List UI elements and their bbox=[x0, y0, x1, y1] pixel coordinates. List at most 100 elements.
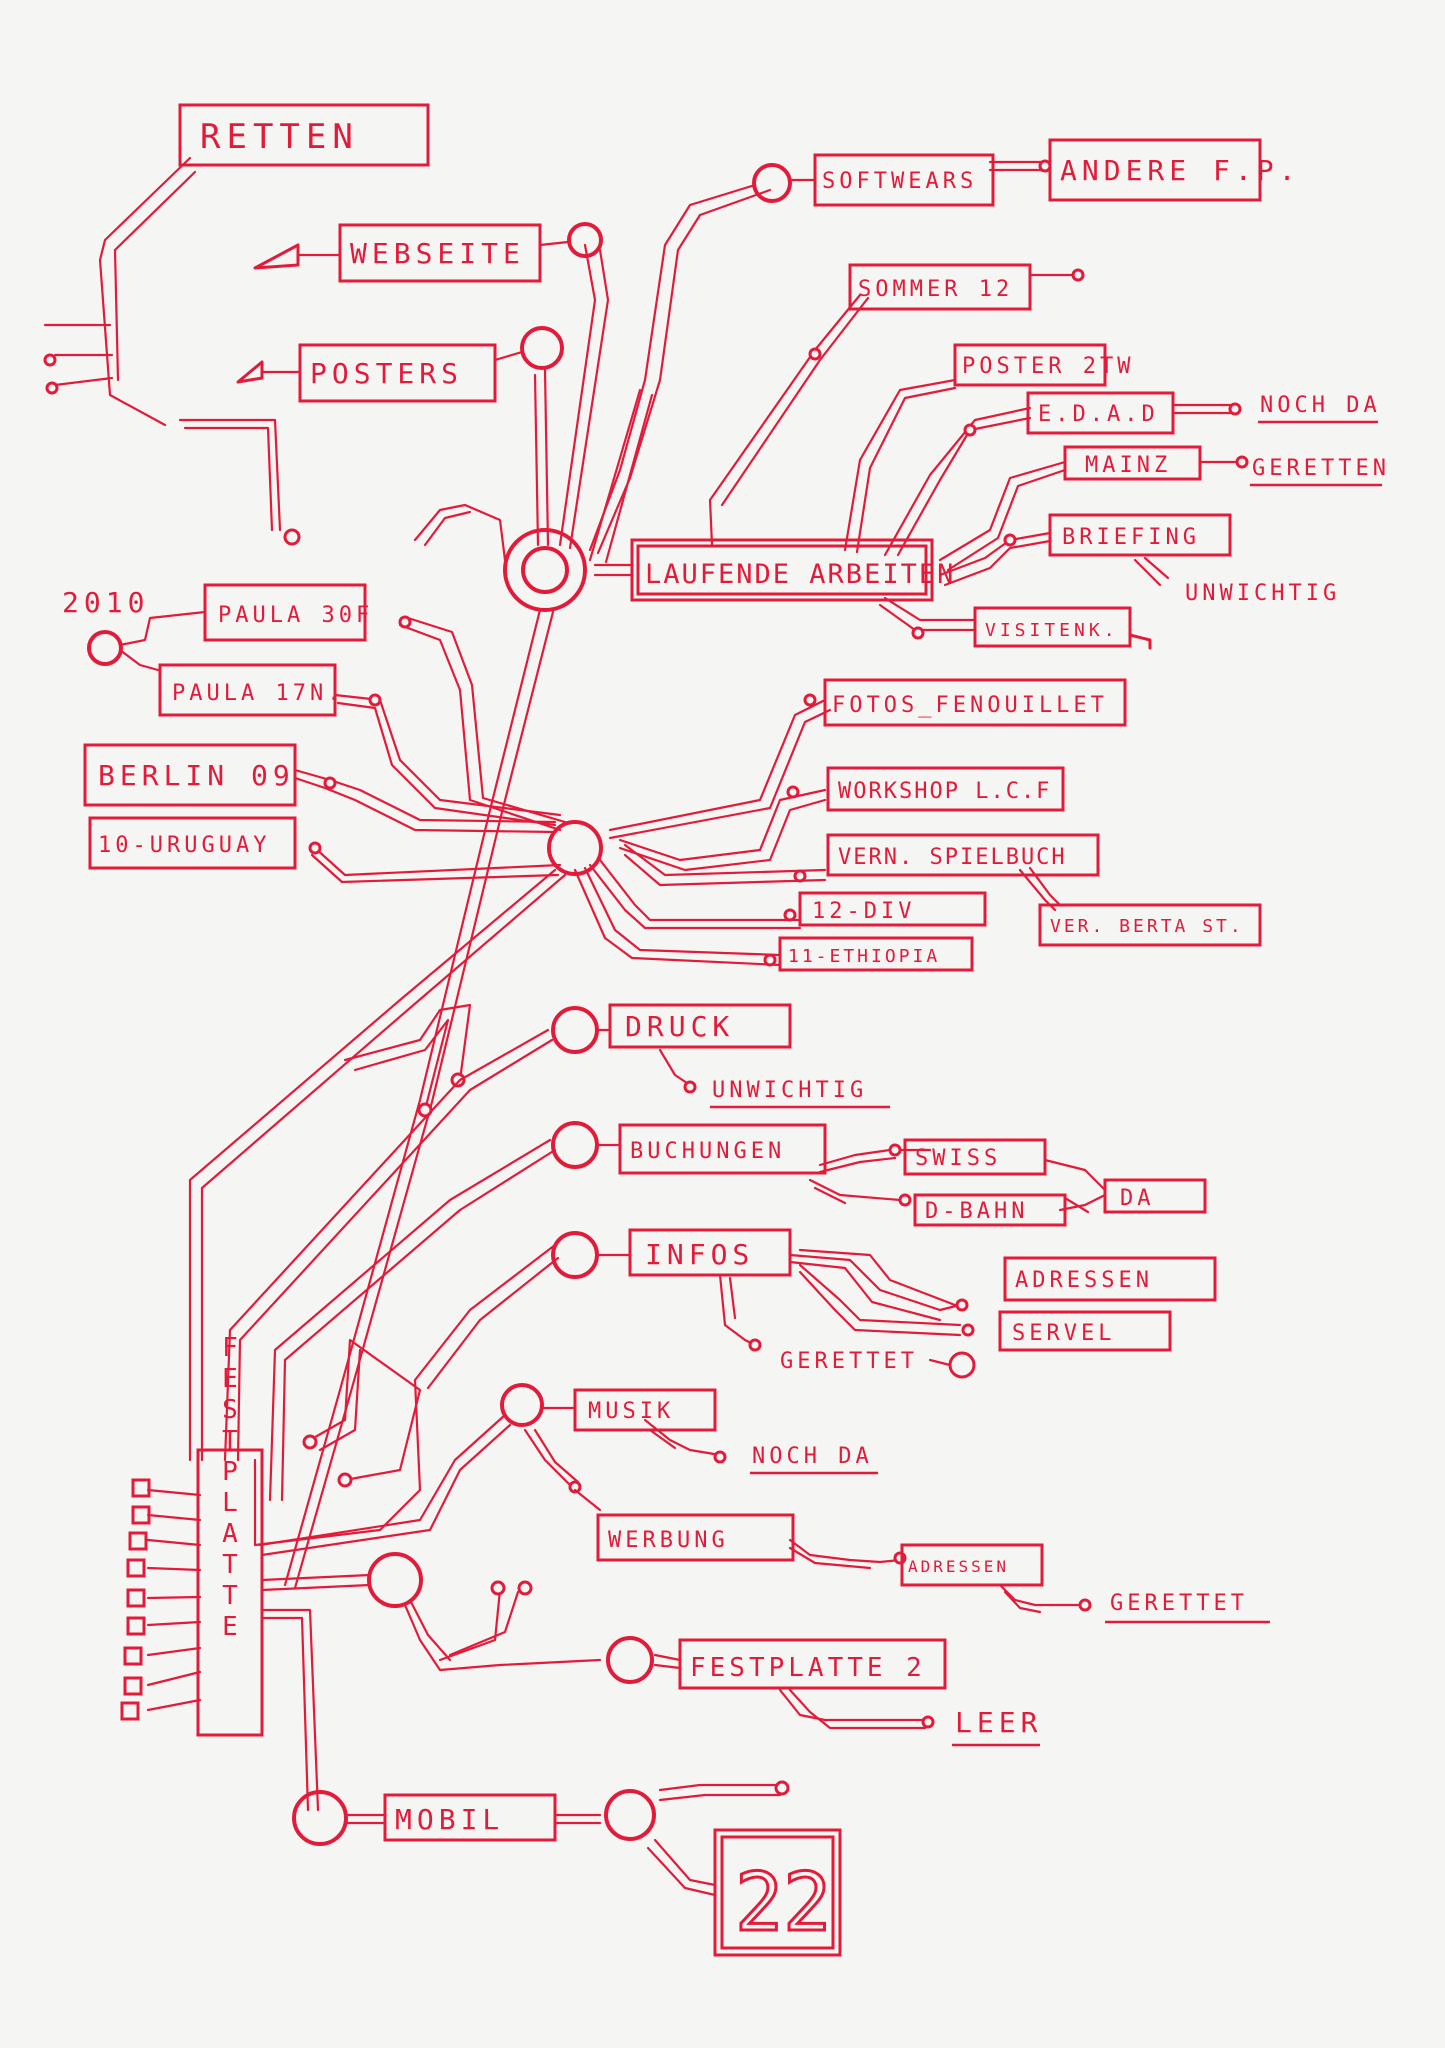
label-infos: INFOS bbox=[645, 1238, 754, 1271]
node-festplatte2[interactable] bbox=[606, 1636, 654, 1684]
box-buchungen[interactable]: BUCHUNGEN bbox=[595, 1123, 827, 1175]
box-dbahn[interactable]: D-BAHN bbox=[913, 1193, 1067, 1227]
node-druck[interactable] bbox=[551, 1006, 599, 1054]
node-mobil[interactable] bbox=[292, 1790, 348, 1846]
node-2010[interactable] bbox=[87, 630, 123, 666]
label-druck: DRUCK bbox=[625, 1010, 734, 1043]
label-year: 2010 bbox=[62, 586, 149, 619]
label-ethiopia: 11-ETHIOPIA bbox=[788, 946, 940, 967]
gerettet-mark-icon bbox=[948, 1351, 976, 1379]
box-retten[interactable]: RETTEN bbox=[178, 103, 430, 167]
label-poster2: POSTER 2TW bbox=[962, 354, 1134, 379]
label-adressen-2: ADRESSEN bbox=[908, 1557, 1009, 1576]
box-adressen[interactable]: ADRESSEN bbox=[1003, 1256, 1217, 1302]
label-laufende: LAUFENDE ARBEITEN bbox=[645, 559, 955, 590]
box-festplatte2[interactable]: FESTPLATTE 2 bbox=[678, 1638, 947, 1690]
label-edad: E.D.A.D bbox=[1038, 402, 1159, 427]
label-briefing: BRIEFING bbox=[1062, 525, 1200, 550]
box-da[interactable]: DA bbox=[1103, 1178, 1207, 1214]
label-unwichtig-1: UNWICHTIG bbox=[1185, 581, 1340, 606]
main-node[interactable] bbox=[503, 528, 587, 612]
label-webseite: WEBSEITE bbox=[350, 237, 525, 270]
label-uruguay: 10-URUGUAY bbox=[98, 833, 270, 858]
box-infos[interactable]: INFOS bbox=[595, 1228, 792, 1277]
box-paula17[interactable]: PAULA 17N. bbox=[158, 663, 344, 717]
box-uruguay[interactable]: 10-URUGUAY bbox=[88, 816, 297, 870]
box-mainz[interactable]: MAINZ bbox=[1063, 445, 1202, 481]
box-edad[interactable]: E.D.A.D bbox=[1026, 391, 1175, 435]
label-gerettet-1: GERETTET bbox=[780, 1349, 918, 1374]
node-low[interactable] bbox=[367, 1552, 423, 1608]
box-festplatte[interactable]: FESTPLATTE bbox=[196, 1333, 264, 1737]
box-softwears[interactable]: SOFTWEARS bbox=[788, 153, 995, 207]
festplatte-pins bbox=[120, 1478, 151, 1721]
label-swiss: SWISS bbox=[915, 1146, 1001, 1171]
box-22[interactable]: 22 bbox=[713, 1828, 842, 1957]
node-musik[interactable] bbox=[500, 1383, 544, 1427]
label-werbung: WERBUNG bbox=[608, 1528, 729, 1553]
label-unwichtig-2: UNWICHTIG bbox=[712, 1078, 867, 1103]
box-andere[interactable]: ANDERE F.P. bbox=[1048, 138, 1300, 202]
label-retten: RETTEN bbox=[200, 117, 359, 157]
label-workshop: WORKSHOP L.C.F bbox=[838, 779, 1051, 804]
node-buchungen[interactable] bbox=[551, 1121, 599, 1169]
box-sommer[interactable]: SOMMER 12 bbox=[848, 263, 1032, 311]
box-laufende[interactable]: LAUFENDE ARBEITEN bbox=[630, 538, 955, 602]
box-berlin[interactable]: BERLIN 09 bbox=[83, 743, 297, 807]
label-vern: VERN. SPIELBUCH bbox=[838, 845, 1067, 870]
label-buchungen: BUCHUNGEN bbox=[630, 1139, 785, 1164]
label-mainz: MAINZ bbox=[1085, 453, 1171, 478]
box-paula30[interactable]: PAULA 30F bbox=[203, 583, 373, 642]
label-leer: LEER bbox=[955, 1706, 1042, 1739]
label-geretten: GERETTEN bbox=[1252, 456, 1390, 481]
box-musik[interactable]: MUSIK bbox=[540, 1388, 717, 1432]
label-boxes: RETTEN WEBSEITE POSTERS SOFTWEARS ANDERE… bbox=[62, 103, 1390, 1957]
label-div: 12-DIV bbox=[812, 899, 915, 924]
box-werbung[interactable]: WERBUNG bbox=[596, 1513, 795, 1562]
box-visitenk[interactable]: VISITENK. bbox=[973, 606, 1132, 648]
box-adressen-2[interactable]: ADRESSEN bbox=[900, 1543, 1044, 1587]
box-workshop[interactable]: WORKSHOP L.C.F bbox=[826, 766, 1065, 812]
box-webseite[interactable]: WEBSEITE bbox=[253, 223, 570, 283]
node-softwears[interactable] bbox=[752, 163, 792, 203]
label-dbahn: D-BAHN bbox=[925, 1199, 1028, 1224]
label-adressen: ADRESSEN bbox=[1015, 1268, 1153, 1293]
label-gerettet-2: GERETTET bbox=[1110, 1591, 1248, 1616]
label-festplatte2: FESTPLATTE 2 bbox=[690, 1653, 926, 1683]
connection-traces bbox=[43, 156, 1249, 1897]
label-paula17: PAULA 17N. bbox=[172, 681, 344, 706]
label-musik: MUSIK bbox=[588, 1399, 674, 1424]
node-webseite[interactable] bbox=[567, 222, 603, 258]
label-posters: POSTERS bbox=[310, 357, 463, 390]
box-verb[interactable]: VER. BERTA ST. bbox=[1038, 903, 1262, 947]
label-da: DA bbox=[1120, 1186, 1155, 1211]
box-vern[interactable]: VERN. SPIELBUCH bbox=[826, 833, 1100, 877]
label-22: 22 bbox=[735, 1856, 831, 1949]
label-servel: SERVEL bbox=[1012, 1321, 1115, 1346]
label-festplatte: FESTPLATTE bbox=[215, 1333, 245, 1643]
box-mobil[interactable]: MOBIL bbox=[383, 1793, 557, 1842]
label-nochda-2: NOCH DA bbox=[752, 1444, 873, 1469]
box-ethiopia[interactable]: 11-ETHIOPIA bbox=[778, 936, 974, 972]
label-nochda-1: NOCH DA bbox=[1260, 393, 1381, 418]
box-swiss[interactable]: SWISS bbox=[903, 1138, 1047, 1176]
box-fotos[interactable]: FOTOS_FENOUILLET bbox=[823, 678, 1127, 727]
box-posters[interactable]: POSTERS bbox=[236, 343, 524, 403]
node-mobil-right[interactable] bbox=[604, 1789, 656, 1841]
label-sommer: SOMMER 12 bbox=[858, 277, 1013, 302]
label-verb: VER. BERTA ST. bbox=[1050, 916, 1244, 937]
label-mobil: MOBIL bbox=[395, 1803, 504, 1836]
box-briefing[interactable]: BRIEFING bbox=[1048, 513, 1232, 557]
box-poster2[interactable]: POSTER 2TW bbox=[953, 343, 1134, 387]
node-infos[interactable] bbox=[551, 1231, 599, 1279]
box-div[interactable]: 12-DIV bbox=[798, 891, 987, 927]
node-mid[interactable] bbox=[547, 820, 603, 876]
circle-nodes bbox=[87, 163, 792, 1846]
box-servel[interactable]: SERVEL bbox=[998, 1310, 1172, 1352]
label-berlin: BERLIN 09 bbox=[98, 759, 295, 792]
label-softwears: SOFTWEARS bbox=[822, 169, 977, 194]
node-posters[interactable] bbox=[520, 326, 564, 370]
box-druck[interactable]: DRUCK bbox=[595, 1003, 792, 1049]
label-paula30: PAULA 30F bbox=[218, 603, 373, 628]
